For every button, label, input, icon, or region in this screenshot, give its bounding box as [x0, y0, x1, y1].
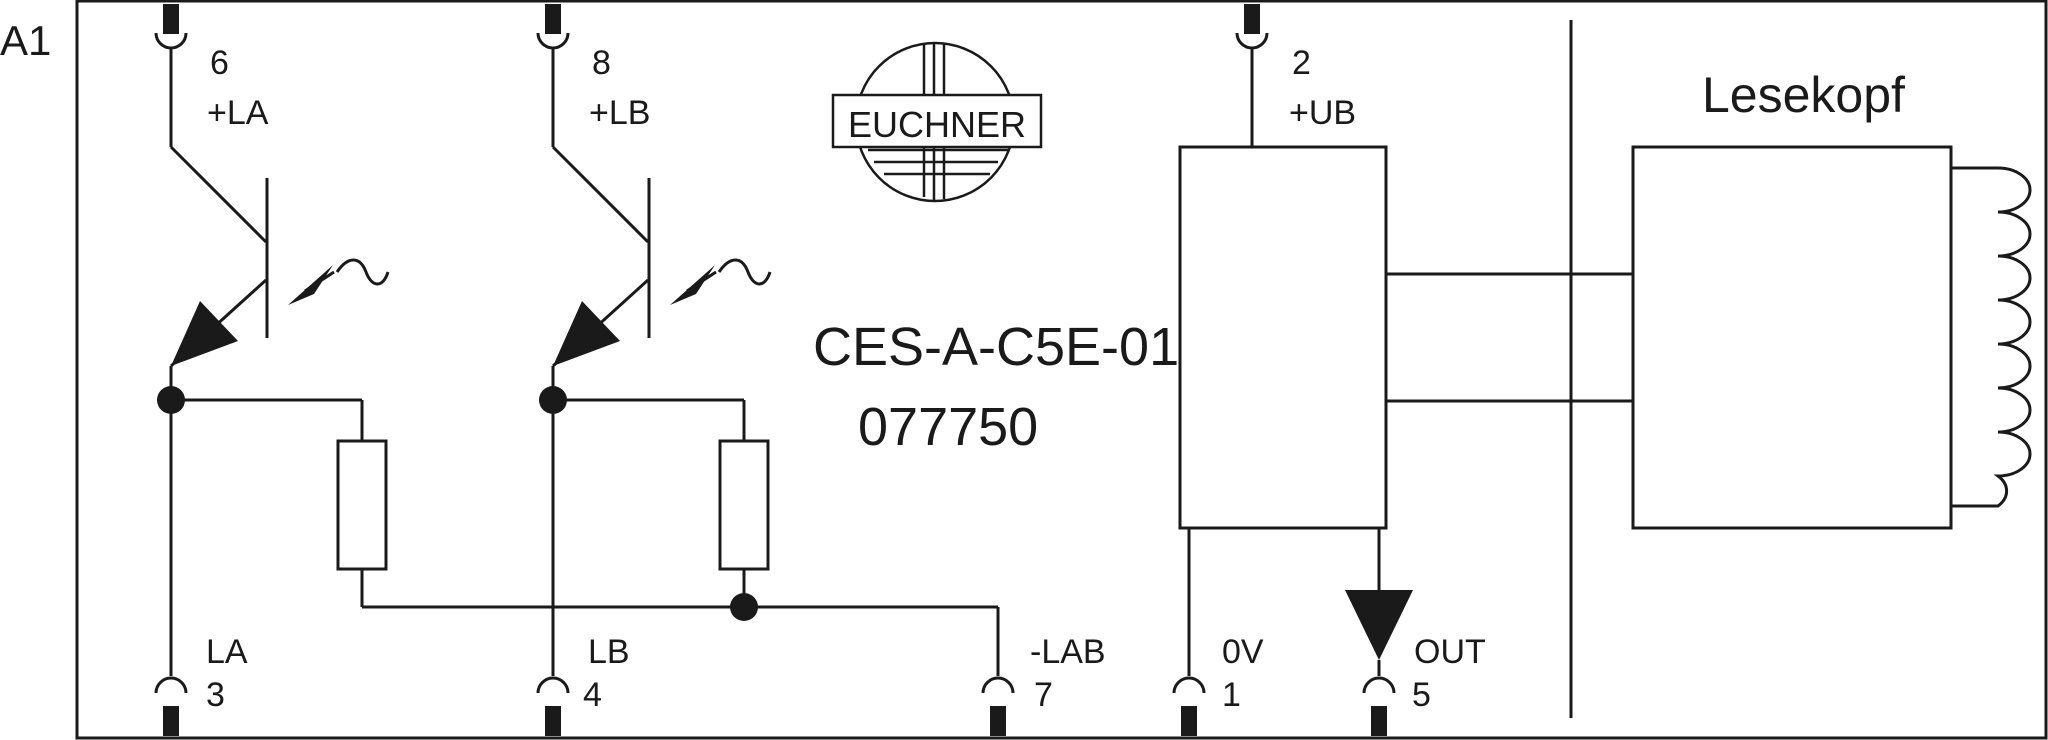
light-wave-icon	[335, 258, 390, 286]
reader-head-box	[1631, 145, 1953, 530]
light-wave-icon	[717, 258, 772, 286]
terminal-1-number: 1	[1222, 676, 1241, 714]
terminal-6-number: 6	[210, 44, 229, 82]
light-arrow-icon	[288, 265, 333, 305]
emitter-arrow-icon	[171, 301, 238, 366]
coil-icon	[1951, 166, 2032, 508]
terminal-6-name: +LA	[207, 94, 269, 132]
terminal-2-number: 2	[1292, 44, 1311, 82]
common-lab-bus	[362, 605, 1015, 736]
terminal-7-name: -LAB	[1030, 633, 1106, 671]
phototransistor-lb	[536, 4, 772, 736]
resistor-lb	[718, 439, 770, 571]
terminal-3-name: LA	[206, 633, 248, 671]
terminal-6-connector-icon[interactable]	[163, 4, 179, 34]
designator-label: A1	[0, 17, 51, 64]
reader-head-label: Lesekopf	[1702, 67, 1905, 123]
model-label: CES-A-C5E-01	[813, 317, 1179, 377]
terminal-7-number: 7	[1034, 676, 1053, 714]
emitter-arrow-icon	[553, 301, 620, 366]
phototransistor-la	[154, 4, 390, 736]
terminal-5-name: OUT	[1414, 633, 1486, 671]
output-diode-icon	[1345, 590, 1413, 660]
module-frame	[75, 0, 2048, 740]
terminal-2-connector-icon[interactable]	[1244, 4, 1260, 34]
terminal-8-number: 8	[592, 44, 611, 82]
terminal-5-connector-icon[interactable]	[1371, 706, 1387, 736]
reader-head: Lesekopf	[1631, 67, 2032, 530]
terminal-8-connector-icon[interactable]	[545, 4, 561, 34]
brand-text: EUCHNER	[848, 104, 1026, 145]
terminal-3-number: 3	[206, 676, 225, 714]
evaluation-electronics	[1172, 4, 1633, 736]
part-number-label: 077750	[858, 397, 1038, 457]
terminal-3-connector-icon[interactable]	[163, 706, 179, 736]
electronics-box	[1178, 145, 1388, 530]
resistor-la	[336, 439, 388, 571]
terminal-2-name: +UB	[1289, 94, 1356, 132]
terminal-4-name: LB	[588, 633, 630, 671]
terminal-5-number: 5	[1412, 676, 1431, 714]
terminal-4-connector-icon[interactable]	[545, 706, 561, 736]
euchner-logo: EUCHNER	[831, 41, 1043, 203]
terminal-7-connector-icon[interactable]	[990, 706, 1006, 736]
light-arrow-icon	[670, 265, 715, 305]
terminal-8-name: +LB	[589, 94, 650, 132]
terminal-4-number: 4	[583, 676, 602, 714]
terminal-1-name: 0V	[1222, 633, 1264, 671]
terminal-1-connector-icon[interactable]	[1181, 706, 1197, 736]
